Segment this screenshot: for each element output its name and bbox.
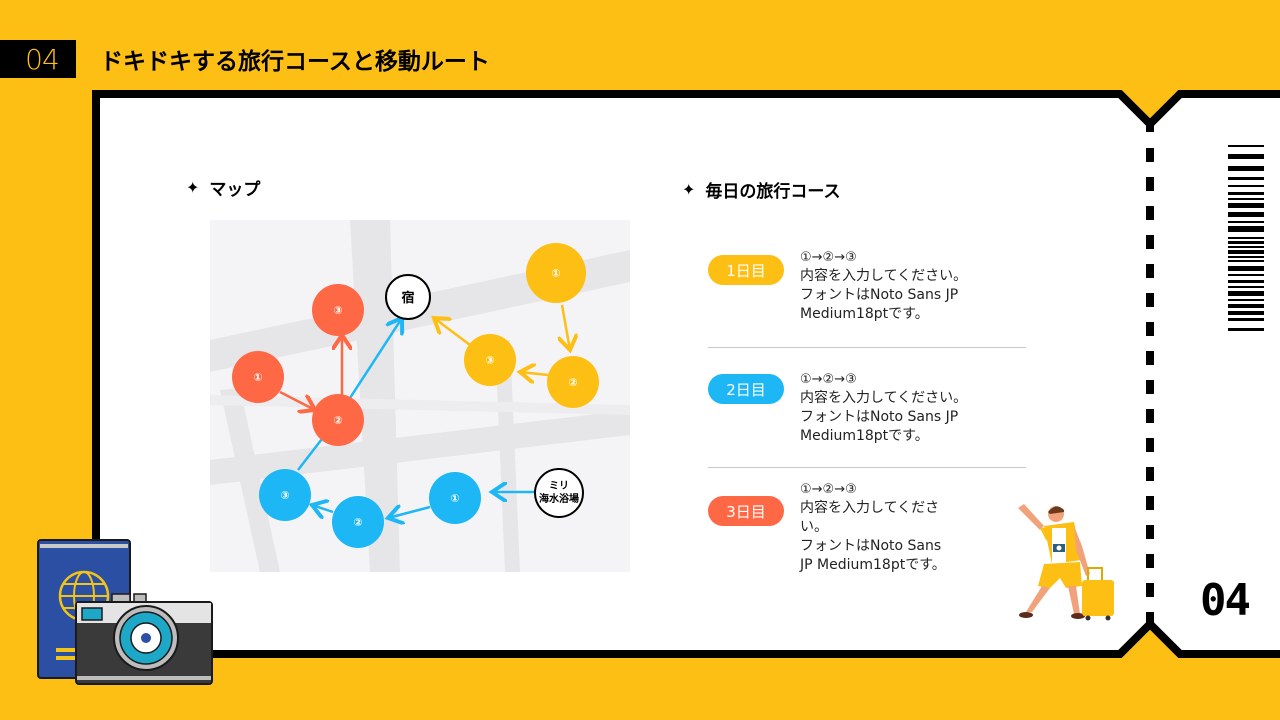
svg-text:①: ① [450, 492, 459, 505]
hotel-marker [385, 274, 431, 320]
section-number-badge: 04 [0, 40, 76, 78]
day-badge: 2日目 [708, 374, 784, 404]
traveler-illustration [1018, 504, 1114, 621]
day-description: ①→②→③ 内容を入力してください。 フォントはNoto Sans JP Med… [800, 250, 968, 322]
route-day3-stops [232, 284, 364, 446]
svg-text:②: ② [333, 414, 342, 427]
svg-text:③: ③ [280, 489, 289, 502]
passport-camera-illustration [37, 539, 213, 685]
ticket-number: 04 [1200, 575, 1251, 626]
route-day2-stops [259, 469, 481, 548]
day-row-2: 2日目 ①→②→③ 内容を入力してください。 フォントはNoto Sans JP… [708, 370, 1026, 460]
route-day1-stops [464, 243, 599, 408]
day-badge: 1日目 [708, 255, 784, 285]
beach-label-2: 海水浴場 [539, 492, 579, 505]
day-row-1: 1日目 ①→②→③ 内容を入力してください。 フォントはNoto Sans JP… [708, 248, 1026, 338]
course-heading: ✦ 毎日の旅行コース [682, 177, 841, 202]
map-heading-label: マップ [209, 180, 261, 200]
barcode-icon [1228, 145, 1264, 331]
course-heading-label: 毎日の旅行コース [705, 182, 841, 202]
map-graphic: ① ② ③ ① ② ③ ① ② ③ 宿 ミリ 海水浴場 [210, 220, 630, 572]
divider [708, 347, 1026, 348]
map-roads [210, 220, 630, 572]
beach-label-1: ミリ [549, 480, 569, 492]
day-description: ①→②→③ 内容を入力してくださ い。 フォントはNoto Sans JP Me… [800, 482, 946, 573]
svg-text:②: ② [353, 516, 362, 529]
map-heading: ✦ マップ [186, 175, 260, 200]
sparkle-icon: ✦ [186, 178, 200, 197]
day-badge: 3日目 [708, 496, 784, 526]
hotel-label: 宿 [401, 290, 414, 306]
day-row-3: 3日目 ①→②→③ 内容を入力してくださ い。 フォントはNoto Sans J… [708, 480, 1026, 590]
route-map: ① ② ③ ① ② ③ ① ② ③ 宿 ミリ 海水浴場 [210, 220, 630, 572]
svg-text:①: ① [253, 371, 262, 384]
page-title: ドキドキする旅行コースと移動ルート [100, 49, 490, 75]
beach-marker [534, 468, 584, 518]
divider [708, 467, 1026, 468]
day-description: ①→②→③ 内容を入力してください。 フォントはNoto Sans JP Med… [800, 372, 968, 444]
svg-text:①: ① [551, 267, 560, 280]
svg-text:③: ③ [333, 304, 342, 317]
svg-text:②: ② [568, 376, 577, 389]
svg-text:③: ③ [485, 354, 494, 367]
sparkle-icon: ✦ [682, 180, 696, 199]
